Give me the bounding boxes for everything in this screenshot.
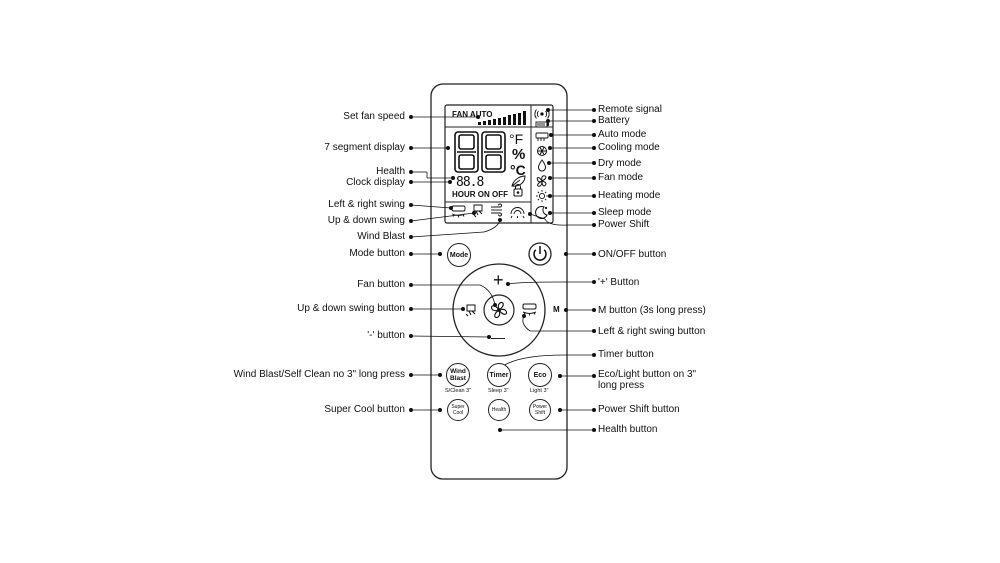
label-eco-light-button-line2: long press	[598, 380, 645, 391]
leader-dots	[409, 108, 596, 432]
lcd-unit-percent: %	[512, 146, 526, 163]
label-mode-button: Mode button	[349, 248, 405, 259]
plus-button[interactable]: +	[493, 270, 504, 290]
label-sleep-mode: Sleep mode	[598, 207, 652, 218]
wind-blast-sublabel: S/Clean 3"	[445, 388, 472, 394]
timer-sublabel: Sleep 3"	[488, 388, 509, 394]
label-heating-mode: Heating mode	[598, 190, 661, 201]
power-button[interactable]	[528, 242, 552, 266]
lcd-unit-fahrenheit: °F	[509, 131, 524, 147]
m-button[interactable]: M	[553, 305, 560, 314]
auto-mode-icon	[535, 132, 549, 141]
fan-speed-bars	[478, 111, 526, 125]
label-plus-button: '+' Button	[598, 277, 640, 288]
timer-button[interactable]: Timer	[487, 363, 511, 387]
power-icon	[533, 246, 547, 261]
lcd-hour-on-off: HOUR ON OFF	[452, 190, 508, 199]
wind-blast-button[interactable]: Wind Blast	[446, 363, 470, 387]
super-cool-label-1: Super	[451, 404, 465, 410]
wind-blast-lcd-icon	[491, 203, 502, 217]
leaf-icon	[511, 175, 526, 187]
power-shift-button[interactable]: Power Shift	[529, 399, 551, 421]
label-power-shift-button: Power Shift button	[598, 404, 680, 415]
mode-button-label: Mode	[449, 251, 469, 259]
wind-blast-label-1: Wind	[450, 368, 466, 375]
eco-button-label: Eco	[533, 371, 547, 379]
label-set-fan-speed: Set fan speed	[343, 111, 405, 122]
label-fan-button: Fan button	[357, 279, 405, 290]
health-button-label: Health	[491, 407, 507, 413]
label-on-off-button: ON/OFF button	[598, 249, 667, 260]
droplet-icon	[537, 159, 547, 172]
seven-segment-digits	[454, 131, 506, 173]
eco-sublabel: Light 3"	[530, 388, 549, 394]
label-dry-mode: Dry mode	[598, 158, 642, 169]
wind-blast-label-2: Blast	[450, 375, 466, 382]
fan-button[interactable]	[484, 295, 514, 325]
mode-button[interactable]: Mode	[447, 243, 471, 267]
label-wind-blast-self-clean: Wind Blast/Self Clean no 3" long press	[233, 369, 405, 380]
label-timer-button: Timer button	[598, 349, 654, 360]
label-m-button: M button (3s long press)	[598, 305, 706, 316]
power-shift-label-2: Shift	[534, 410, 545, 416]
label-eco-light-button-line1: Eco/Light button on 3"	[598, 369, 697, 380]
health-button[interactable]: Health	[488, 399, 510, 421]
up-down-swing-button-icon	[465, 304, 476, 317]
lcd-fan-auto: FAN AUTO	[452, 110, 493, 119]
label-up-down-swing-button: Up & down swing button	[297, 303, 405, 314]
label-remote-signal: Remote signal	[598, 104, 662, 115]
label-health: Health	[376, 166, 405, 177]
left-right-swing-button[interactable]	[520, 300, 538, 318]
lock-icon	[513, 184, 523, 197]
lcd-clock-digits: 88.8	[456, 175, 484, 190]
super-cool-label-2: Cool	[452, 410, 464, 416]
minus-button[interactable]: —	[491, 329, 505, 345]
label-power-shift: Power Shift	[598, 219, 650, 230]
up-down-swing-button[interactable]	[462, 300, 480, 318]
super-cool-button[interactable]: Super Cool	[447, 399, 469, 421]
label-auto-mode: Auto mode	[598, 129, 647, 140]
fan-button-icon	[490, 301, 508, 319]
label-left-right-swing-button: Left & right swing button	[598, 326, 706, 337]
label-battery: Battery	[598, 115, 630, 126]
label-left-right-swing: Left & right swing	[328, 199, 405, 210]
label-fan-mode: Fan mode	[598, 172, 644, 183]
lcd-unit-celsius: °C	[510, 162, 526, 178]
sun-icon	[536, 190, 548, 202]
timer-button-label: Timer	[489, 371, 509, 379]
label-health-button: Health button	[598, 424, 658, 435]
battery-icon	[535, 121, 549, 128]
power-shift-label-1: Power	[532, 404, 548, 410]
label-clock-display: Clock display	[346, 177, 405, 188]
label-wind-blast: Wind Blast	[357, 231, 405, 242]
label-seven-segment: 7 segment display	[324, 142, 405, 153]
label-super-cool-button: Super Cool button	[324, 404, 405, 415]
up-down-swing-lcd-icon	[473, 204, 483, 218]
power-shift-lcd-icon	[510, 207, 525, 219]
fan-mode-icon	[536, 175, 547, 187]
leader-lines-right	[500, 109, 594, 431]
label-minus-button: '-' button	[367, 330, 405, 341]
leader-lines	[410, 116, 501, 411]
eco-button[interactable]: Eco	[528, 363, 552, 387]
snowflake-icon	[537, 146, 547, 156]
label-cooling-mode: Cooling mode	[598, 142, 660, 153]
label-up-down-swing: Up & down swing	[327, 215, 405, 226]
